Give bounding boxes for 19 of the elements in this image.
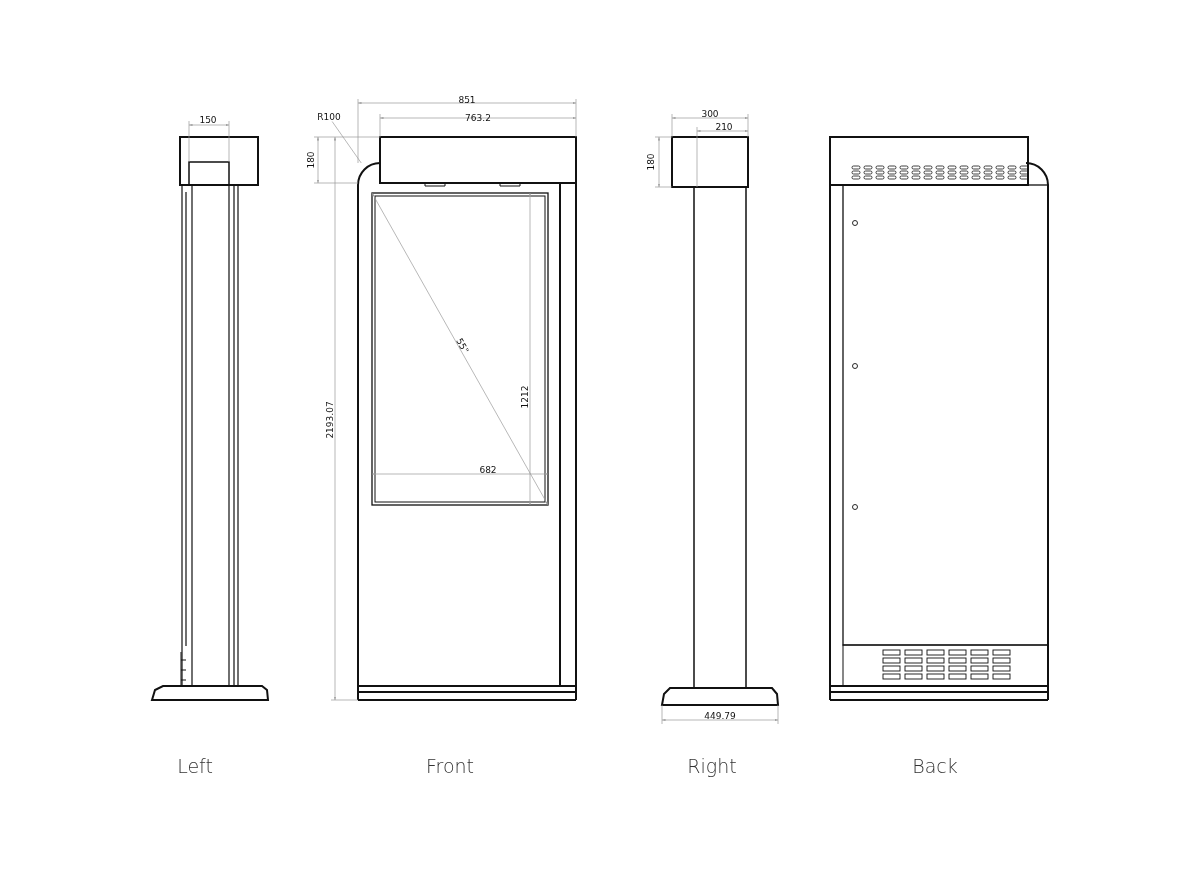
view-caption: Right (687, 756, 737, 776)
dimension-label: 180 (306, 151, 316, 169)
dimension-label: 763.2 (465, 113, 491, 123)
dimension-label: 180 (646, 153, 656, 171)
leader-line (331, 121, 362, 164)
dimension-label: 682 (479, 465, 497, 475)
dimension-label: 2193.07 (325, 401, 335, 439)
dimension-label: 300 (701, 109, 719, 119)
callout-label: R100 (317, 112, 341, 122)
view-caption: Left (177, 756, 213, 776)
dimension-label: 449.79 (704, 711, 736, 721)
dimension-label: 150 (199, 115, 217, 125)
dimension-label: 210 (715, 122, 733, 132)
rounded-corner (357, 162, 381, 186)
dimension-label: 1212 (520, 385, 530, 409)
dimension-label: 55" (454, 337, 470, 355)
view-caption: Back (912, 756, 958, 776)
dimension-label: 851 (458, 95, 476, 105)
view-caption: Front (425, 756, 475, 776)
